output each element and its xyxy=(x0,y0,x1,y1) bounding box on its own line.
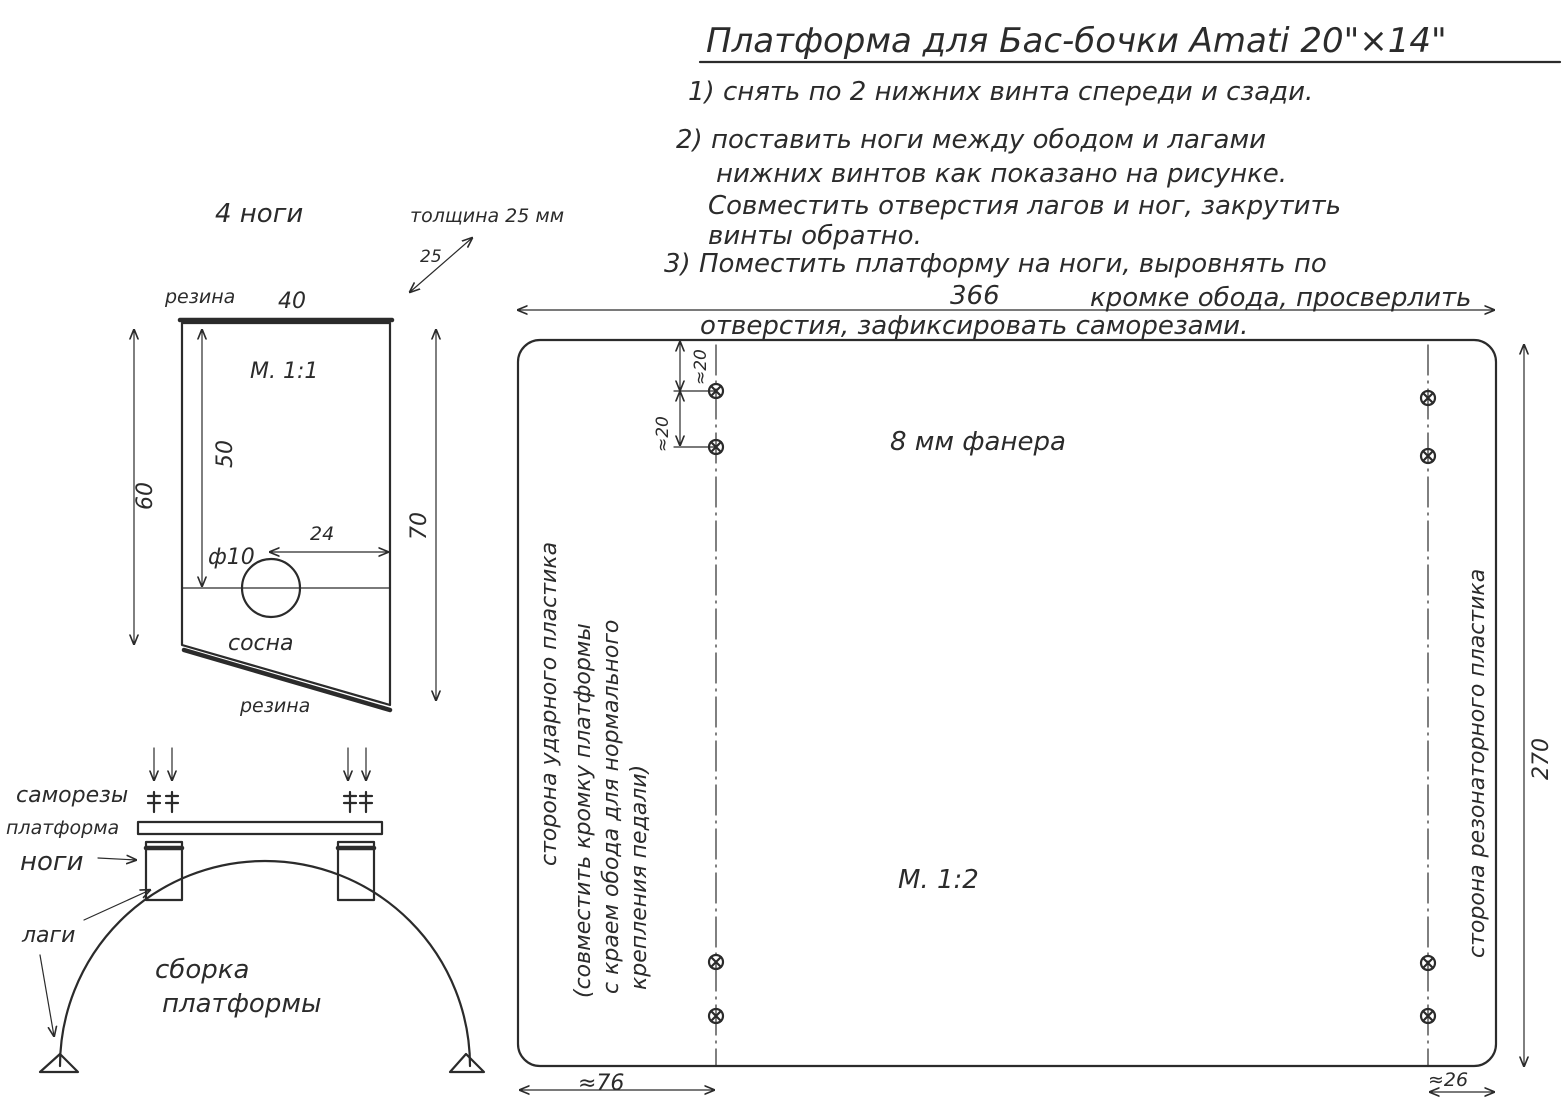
leg-rubber-bottom xyxy=(181,647,393,713)
screw-arrows xyxy=(154,747,366,780)
leg-thickness-note: толщина 25 мм xyxy=(410,205,564,227)
platform-drawing: 366 270 ≈20 ≈20 8 мм фанера М. 1:2 сторо… xyxy=(516,281,1554,1096)
screw-hole xyxy=(707,382,725,400)
left-side-label-3: с краем обода для нормального xyxy=(599,620,624,994)
lug-left xyxy=(38,1052,80,1074)
platform-offset-right: ≈26 xyxy=(1428,1069,1468,1091)
leg-hole-dim: ф10 xyxy=(208,545,255,570)
platform-dim-20b: ≈20 xyxy=(653,416,673,452)
assembly-leg-right xyxy=(336,840,376,902)
assembly-lugs-label: лаги xyxy=(21,923,75,948)
platform-offset-left: ≈76 xyxy=(578,1071,624,1096)
assembly-sketch: саморезы платформа ноги лаги сборка плат… xyxy=(6,747,486,1074)
lug-right xyxy=(448,1052,486,1074)
left-side-label-2: (совместить кромку платформы xyxy=(571,623,596,998)
platform-material: 8 мм фанера xyxy=(890,427,1066,457)
assembly-screws-label: саморезы xyxy=(16,783,128,808)
step-2-line-2: нижних винтов как показано на рисунке. xyxy=(716,159,1287,189)
leg-top-dim: 40 xyxy=(278,289,306,314)
screw-hole xyxy=(1419,447,1437,465)
right-side-label: сторона резонаторного пластика xyxy=(1465,569,1490,958)
legs-pointer xyxy=(97,858,136,860)
assembly-platform-board xyxy=(136,820,384,836)
drum-rim-arc xyxy=(58,859,472,1068)
leg-hole xyxy=(240,557,302,619)
assembly-platform-label: платформа xyxy=(6,817,119,839)
platform-scale: М. 1:2 xyxy=(898,865,979,895)
step-3-line-3: отверстия, зафиксировать саморезами. xyxy=(700,311,1248,341)
leg-heading: 4 ноги xyxy=(215,199,303,229)
screw-hole xyxy=(1419,1007,1437,1025)
leg-rubber-top-label: резина xyxy=(164,286,235,308)
platform-width-dim: 366 xyxy=(950,281,1000,311)
assembly-caption-1: сборка xyxy=(155,955,249,985)
step-2-line-4: винты обратно. xyxy=(708,221,922,251)
thickness-dimension-line xyxy=(410,238,472,292)
lugs-pointer-bottom xyxy=(39,954,54,1036)
left-side-label-1: сторона ударного пластика xyxy=(537,542,562,866)
leg-material: сосна xyxy=(228,631,294,656)
step-3-line-2: кромке обода, просверлить xyxy=(1090,283,1472,313)
leg-dim-60: 60 xyxy=(133,482,158,510)
platform-outline xyxy=(516,338,1498,1068)
step-2-line-3: Совместить отверстия лагов и ног, закрут… xyxy=(708,191,1341,221)
platform-height-dim: 270 xyxy=(1529,738,1554,780)
instructions-block: Платформа для Бас-бочки Amati 20"×14" 1)… xyxy=(664,21,1562,341)
leg-outline xyxy=(180,321,392,707)
assembly-leg-left xyxy=(144,840,184,902)
leg-thickness-dim: 25 xyxy=(420,247,442,267)
screw-hole xyxy=(707,953,725,971)
assembly-caption-2: платформы xyxy=(162,989,321,1019)
screw-hole xyxy=(1419,954,1437,972)
leg-drawing: 4 ноги толщина 25 мм 25 резина 40 60 50 … xyxy=(133,199,564,717)
step-2: 2) поставить ноги между ободом и лагами xyxy=(676,125,1266,155)
lugs-pointer-top xyxy=(83,890,150,921)
step-1: 1) снять по 2 нижних винта спереди и сза… xyxy=(688,77,1313,107)
leg-dim-24: 24 xyxy=(310,523,334,545)
step-3: 3) Поместить платформу на ноги, выровнят… xyxy=(664,249,1327,279)
leg-dim-50: 50 xyxy=(213,440,238,468)
platform-dim-20a: ≈20 xyxy=(691,349,711,385)
left-side-label-4: крепления педали) xyxy=(627,765,652,990)
screw-hole xyxy=(1419,389,1437,407)
leg-scale: М. 1:1 xyxy=(250,359,318,384)
screws-glyphs xyxy=(146,790,374,814)
leg-dim-70: 70 xyxy=(407,512,432,540)
screw-hole xyxy=(707,1007,725,1025)
screw-hole xyxy=(707,438,725,456)
screw-holes xyxy=(707,382,1437,1025)
leg-rubber-bottom-label: резина xyxy=(239,695,310,717)
sheet-title: Платформа для Бас-бочки Amati 20"×14" xyxy=(706,21,1447,61)
assembly-legs-label: ноги xyxy=(20,847,83,877)
